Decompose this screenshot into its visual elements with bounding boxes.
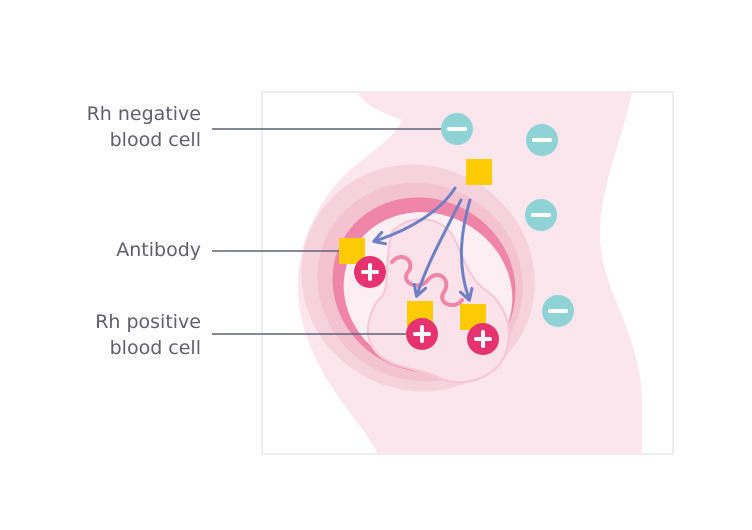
- rh-negative-label-line1: Rh negative: [86, 103, 201, 125]
- umbilical-cord: [390, 255, 464, 308]
- rh-negative-cell: [525, 199, 557, 231]
- rh-negative-label-line2: blood cell: [109, 129, 201, 151]
- rh-positive-cell: [354, 256, 386, 288]
- rh-negative-label: Rh negative blood cell: [87, 101, 201, 153]
- antibody-mother: [466, 159, 492, 185]
- plus-icon-v: [420, 325, 424, 343]
- antibody-label: Antibody: [116, 237, 201, 263]
- plus-icon-v: [368, 263, 372, 281]
- plus-icon-v: [481, 330, 485, 348]
- rh-positive-label-line1: Rh positive: [95, 311, 201, 333]
- rh-positive-cell: [467, 323, 499, 355]
- rh-positive-label-line2: blood cell: [109, 337, 201, 359]
- rh-positive-cell: [406, 318, 438, 350]
- rh-negative-cell: [441, 113, 473, 145]
- rh-negative-cell: [526, 124, 558, 156]
- antibody-label-line1: Antibody: [116, 239, 201, 261]
- minus-icon: [531, 213, 551, 217]
- arrow-3: [458, 198, 474, 302]
- rh-negative-cell: [542, 295, 574, 327]
- minus-icon: [548, 309, 568, 313]
- minus-icon: [447, 127, 467, 131]
- arrow-2: [412, 198, 463, 298]
- arrow-1: [372, 186, 457, 246]
- minus-icon: [532, 138, 552, 142]
- rh-positive-label: Rh positive blood cell: [95, 309, 201, 361]
